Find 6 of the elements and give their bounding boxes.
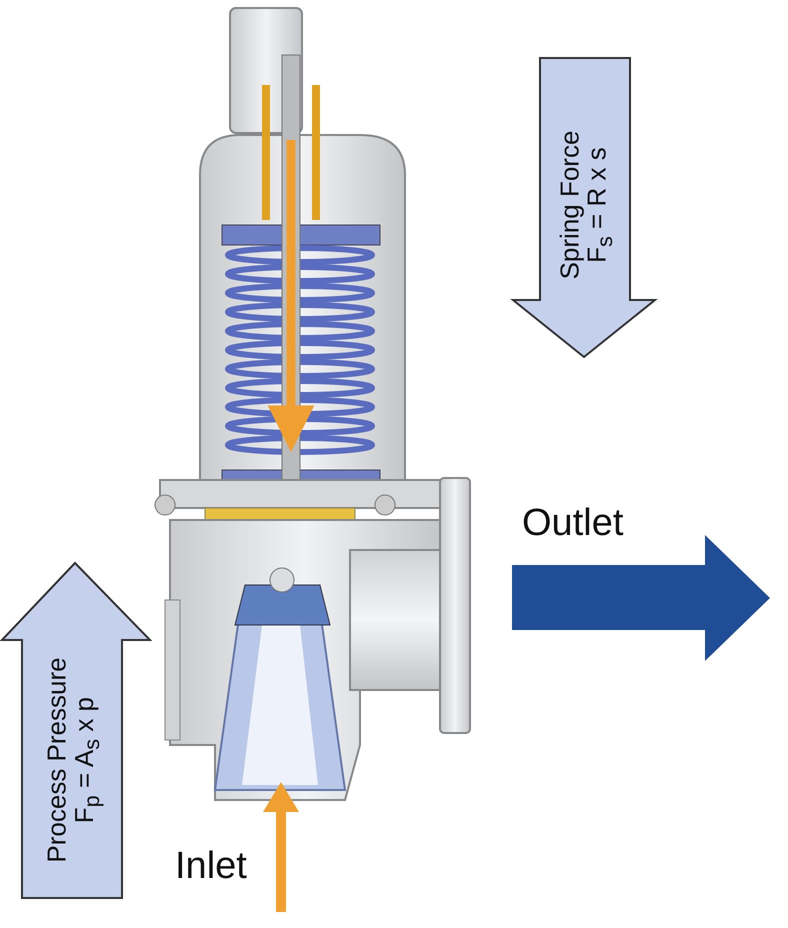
pressure-force-arrow [0, 560, 152, 900]
flow-label: Inlet [175, 845, 247, 888]
arrow-label: Process Pressure [41, 657, 72, 863]
flow-label: Outlet [522, 502, 624, 545]
spring-force-arrow [510, 55, 658, 360]
arrow-label: Spring Force [554, 130, 584, 280]
